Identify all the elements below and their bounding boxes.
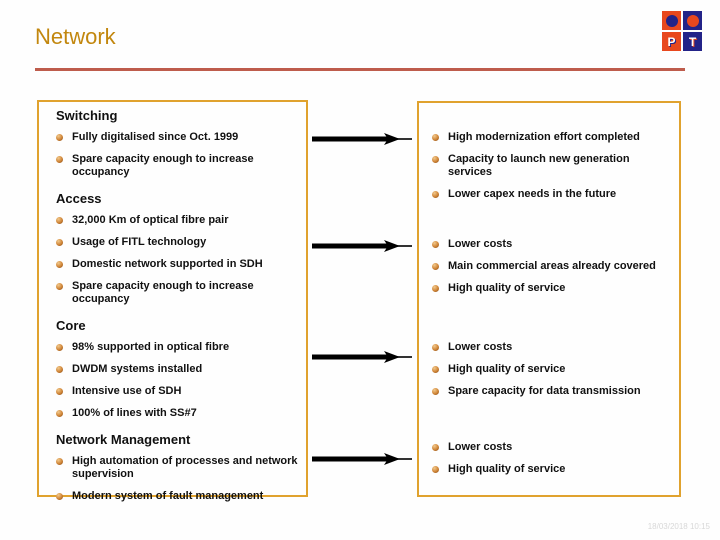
list-item: Usage of FITL technology xyxy=(56,236,298,249)
arrow-right-icon xyxy=(312,453,412,465)
list-item-text: Spare capacity for data transmission xyxy=(448,385,641,397)
list-item-text: Modern system of fault management xyxy=(72,490,264,502)
arrow-right-icon xyxy=(312,351,412,363)
bullet-icon xyxy=(56,366,63,373)
page-title: Network xyxy=(35,24,116,49)
bullet-icon xyxy=(56,156,63,163)
list-item: Fully digitalised since Oct. 1999 xyxy=(56,131,298,144)
bullet-icon xyxy=(56,134,63,141)
list-item-text: Intensive use of SDH xyxy=(72,385,182,397)
benefits-panel: High modernization effort completed Capa… xyxy=(417,101,681,497)
section-heading-network-management: Network Management xyxy=(56,432,191,447)
list-item: Lower costs xyxy=(432,341,674,354)
bullet-icon xyxy=(56,283,63,290)
list-item-text: Lower costs xyxy=(448,341,513,353)
list-item: Spare capacity for data transmission xyxy=(432,385,674,398)
logo-t-square: T xyxy=(683,32,702,51)
bullet-icon xyxy=(56,458,63,465)
bullet-icon xyxy=(432,366,439,373)
section-heading-core: Core xyxy=(56,318,86,333)
list-item: Lower costs xyxy=(432,238,674,251)
list-item: Capacity to launch new generation servic… xyxy=(432,153,674,179)
section-heading-access: Access xyxy=(56,191,102,206)
list-item-text: High quality of service xyxy=(448,282,566,294)
list-item-text: High automation of processes and network… xyxy=(72,455,298,480)
benefits-group-switching: High modernization effort completed Capa… xyxy=(432,131,674,210)
bullet-icon xyxy=(56,388,63,395)
benefits-group-core: Lower costs High quality of service Spar… xyxy=(432,341,674,407)
bullet-icon xyxy=(56,239,63,246)
list-item-text: Lower capex needs in the future xyxy=(448,188,617,200)
pt-logo: P T xyxy=(662,11,702,51)
bullet-icon xyxy=(432,466,439,473)
logo-dot-icon xyxy=(665,14,678,27)
bullet-icon xyxy=(56,493,63,500)
list-item-text: Lower costs xyxy=(448,238,513,250)
bullet-icon xyxy=(432,241,439,248)
list-item: Domestic network supported in SDH xyxy=(56,258,298,271)
list-item: High quality of service xyxy=(432,282,674,295)
list-item-text: Lower costs xyxy=(448,441,513,453)
logo-orange-dot-square xyxy=(662,11,681,30)
list-item-text: Usage of FITL technology xyxy=(72,236,207,248)
list-item: Spare capacity enough to increase occupa… xyxy=(56,153,298,179)
list-item-text: High quality of service xyxy=(448,363,566,375)
list-item: High automation of processes and network… xyxy=(56,455,298,481)
bullet-icon xyxy=(432,344,439,351)
bullet-icon xyxy=(56,344,63,351)
slide-timestamp: 18/03/2018 10:15 xyxy=(647,522,710,531)
bullet-icon xyxy=(56,217,63,224)
arrow-right-icon xyxy=(312,133,412,145)
benefits-group-network-management: Lower costs High quality of service xyxy=(432,441,674,485)
logo-p-square: P xyxy=(662,32,681,51)
logo-navy-dot-square xyxy=(683,11,702,30)
section-heading-switching: Switching xyxy=(56,108,118,123)
list-item: Intensive use of SDH xyxy=(56,385,298,398)
list-item: DWDM systems installed xyxy=(56,363,298,376)
list-item: Lower costs xyxy=(432,441,674,454)
list-item: High quality of service xyxy=(432,363,674,376)
list-item: Lower capex needs in the future xyxy=(432,188,674,201)
list-item: 100% of lines with SS#7 xyxy=(56,407,298,420)
bullet-icon xyxy=(432,134,439,141)
benefits-group-access: Lower costs Main commercial areas alread… xyxy=(432,238,674,304)
network-features-panel: Switching Fully digitalised since Oct. 1… xyxy=(37,100,308,502)
list-item-text: Domestic network supported in SDH xyxy=(72,258,263,270)
list-item-text: Spare capacity enough to increase occupa… xyxy=(72,280,254,305)
list-item-text: High modernization effort completed xyxy=(448,131,640,143)
list-item-text: High quality of service xyxy=(448,463,566,475)
bullet-icon xyxy=(432,156,439,163)
logo-letter-p: P xyxy=(667,34,676,49)
list-item: High modernization effort completed xyxy=(432,131,674,144)
list-item-text: Capacity to launch new generation servic… xyxy=(448,153,630,178)
list-item-text: DWDM systems installed xyxy=(72,363,203,375)
list-item-text: 100% of lines with SS#7 xyxy=(72,407,197,419)
arrow-right-icon xyxy=(312,240,412,252)
list-item: Main commercial areas already covered xyxy=(432,260,674,273)
list-item: 32,000 Km of optical fibre pair xyxy=(56,214,298,227)
bullet-icon xyxy=(432,388,439,395)
logo-letter-t: T xyxy=(688,34,697,49)
list-item-text: Main commercial areas already covered xyxy=(448,260,656,272)
bullet-icon xyxy=(432,285,439,292)
logo-dot-icon xyxy=(686,14,699,27)
list-item-text: Fully digitalised since Oct. 1999 xyxy=(72,131,239,143)
bullet-icon xyxy=(432,191,439,198)
list-item: Spare capacity enough to increase occupa… xyxy=(56,280,298,306)
bullet-icon xyxy=(56,410,63,417)
bullet-icon xyxy=(432,444,439,451)
list-item: Modern system of fault management xyxy=(56,490,298,503)
bullet-icon xyxy=(56,261,63,268)
list-item-text: Spare capacity enough to increase occupa… xyxy=(72,153,254,178)
title-divider xyxy=(35,68,685,71)
list-item-text: 32,000 Km of optical fibre pair xyxy=(72,214,229,226)
list-item: High quality of service xyxy=(432,463,674,476)
list-item: 98% supported in optical fibre xyxy=(56,341,298,354)
list-item-text: 98% supported in optical fibre xyxy=(72,341,230,353)
bullet-icon xyxy=(432,263,439,270)
